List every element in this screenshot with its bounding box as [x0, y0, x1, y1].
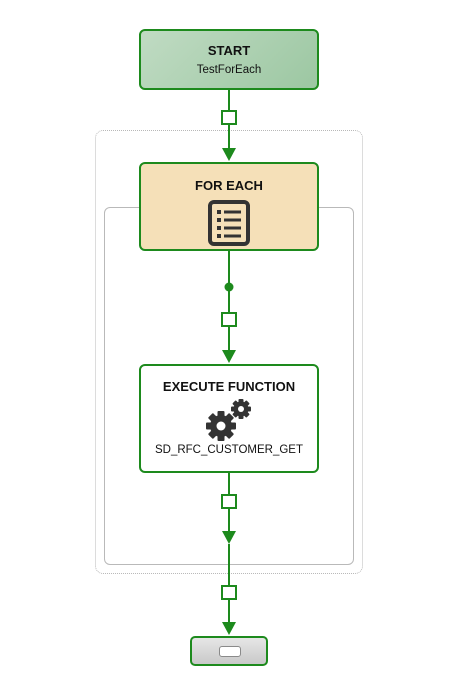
start-node[interactable]: START TestForEach [139, 29, 319, 90]
arrow-down-icon [222, 350, 236, 363]
execute-node-subtitle: SD_RFC_CUSTOMER_GET [154, 444, 304, 456]
start-node-title: START [207, 43, 251, 58]
gears-icon [206, 399, 251, 441]
connector-port-2[interactable] [221, 312, 237, 327]
start-node-subtitle: TestForEach [196, 64, 262, 76]
arrow-down-icon [222, 622, 236, 635]
execute-node-title: EXECUTE FUNCTION [162, 379, 296, 394]
connector-port-4[interactable] [221, 585, 237, 600]
execute-function-node[interactable]: EXECUTE FUNCTION SD_RFC_CUSTOMER_GET [139, 364, 319, 473]
connector-port-1[interactable] [221, 110, 237, 125]
loop-branch-dot [224, 282, 234, 292]
end-node[interactable] [190, 636, 268, 666]
foreach-node-title: FOR EACH [195, 178, 263, 193]
arrow-down-icon [222, 148, 236, 161]
arrow-down-icon [222, 531, 236, 544]
end-terminal-icon [219, 646, 241, 657]
list-icon [208, 200, 250, 246]
foreach-node[interactable]: FOR EACH [139, 162, 319, 251]
connector-port-3[interactable] [221, 494, 237, 509]
